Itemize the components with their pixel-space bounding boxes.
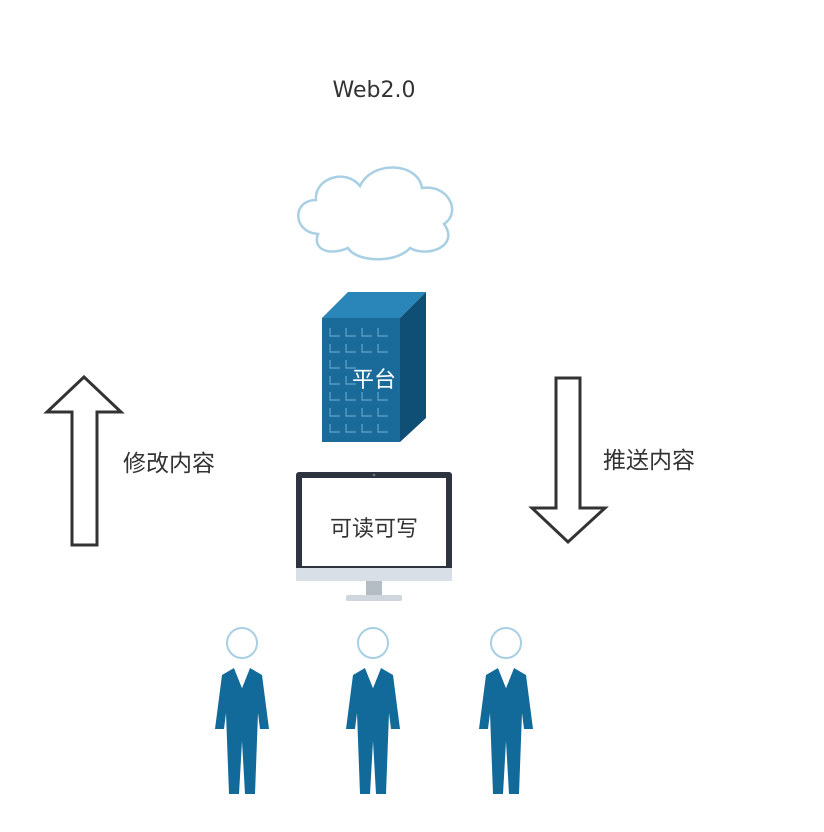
- monitor-icon: [296, 472, 452, 601]
- device-label: 可读可写: [329, 517, 418, 542]
- arrow-up-icon: [43, 374, 125, 547]
- building-icon: [322, 292, 426, 442]
- person-icon: [478, 627, 534, 795]
- diagram-title: Web2.0: [332, 78, 416, 103]
- modify-content-label: 修改内容: [123, 451, 215, 477]
- person-icon: [345, 627, 401, 795]
- cloud-icon: [297, 166, 454, 261]
- push-content-label: 推送内容: [603, 448, 695, 474]
- arrow-down-icon: [528, 376, 609, 545]
- platform-label: 平台: [351, 368, 396, 393]
- person-icon: [214, 627, 270, 795]
